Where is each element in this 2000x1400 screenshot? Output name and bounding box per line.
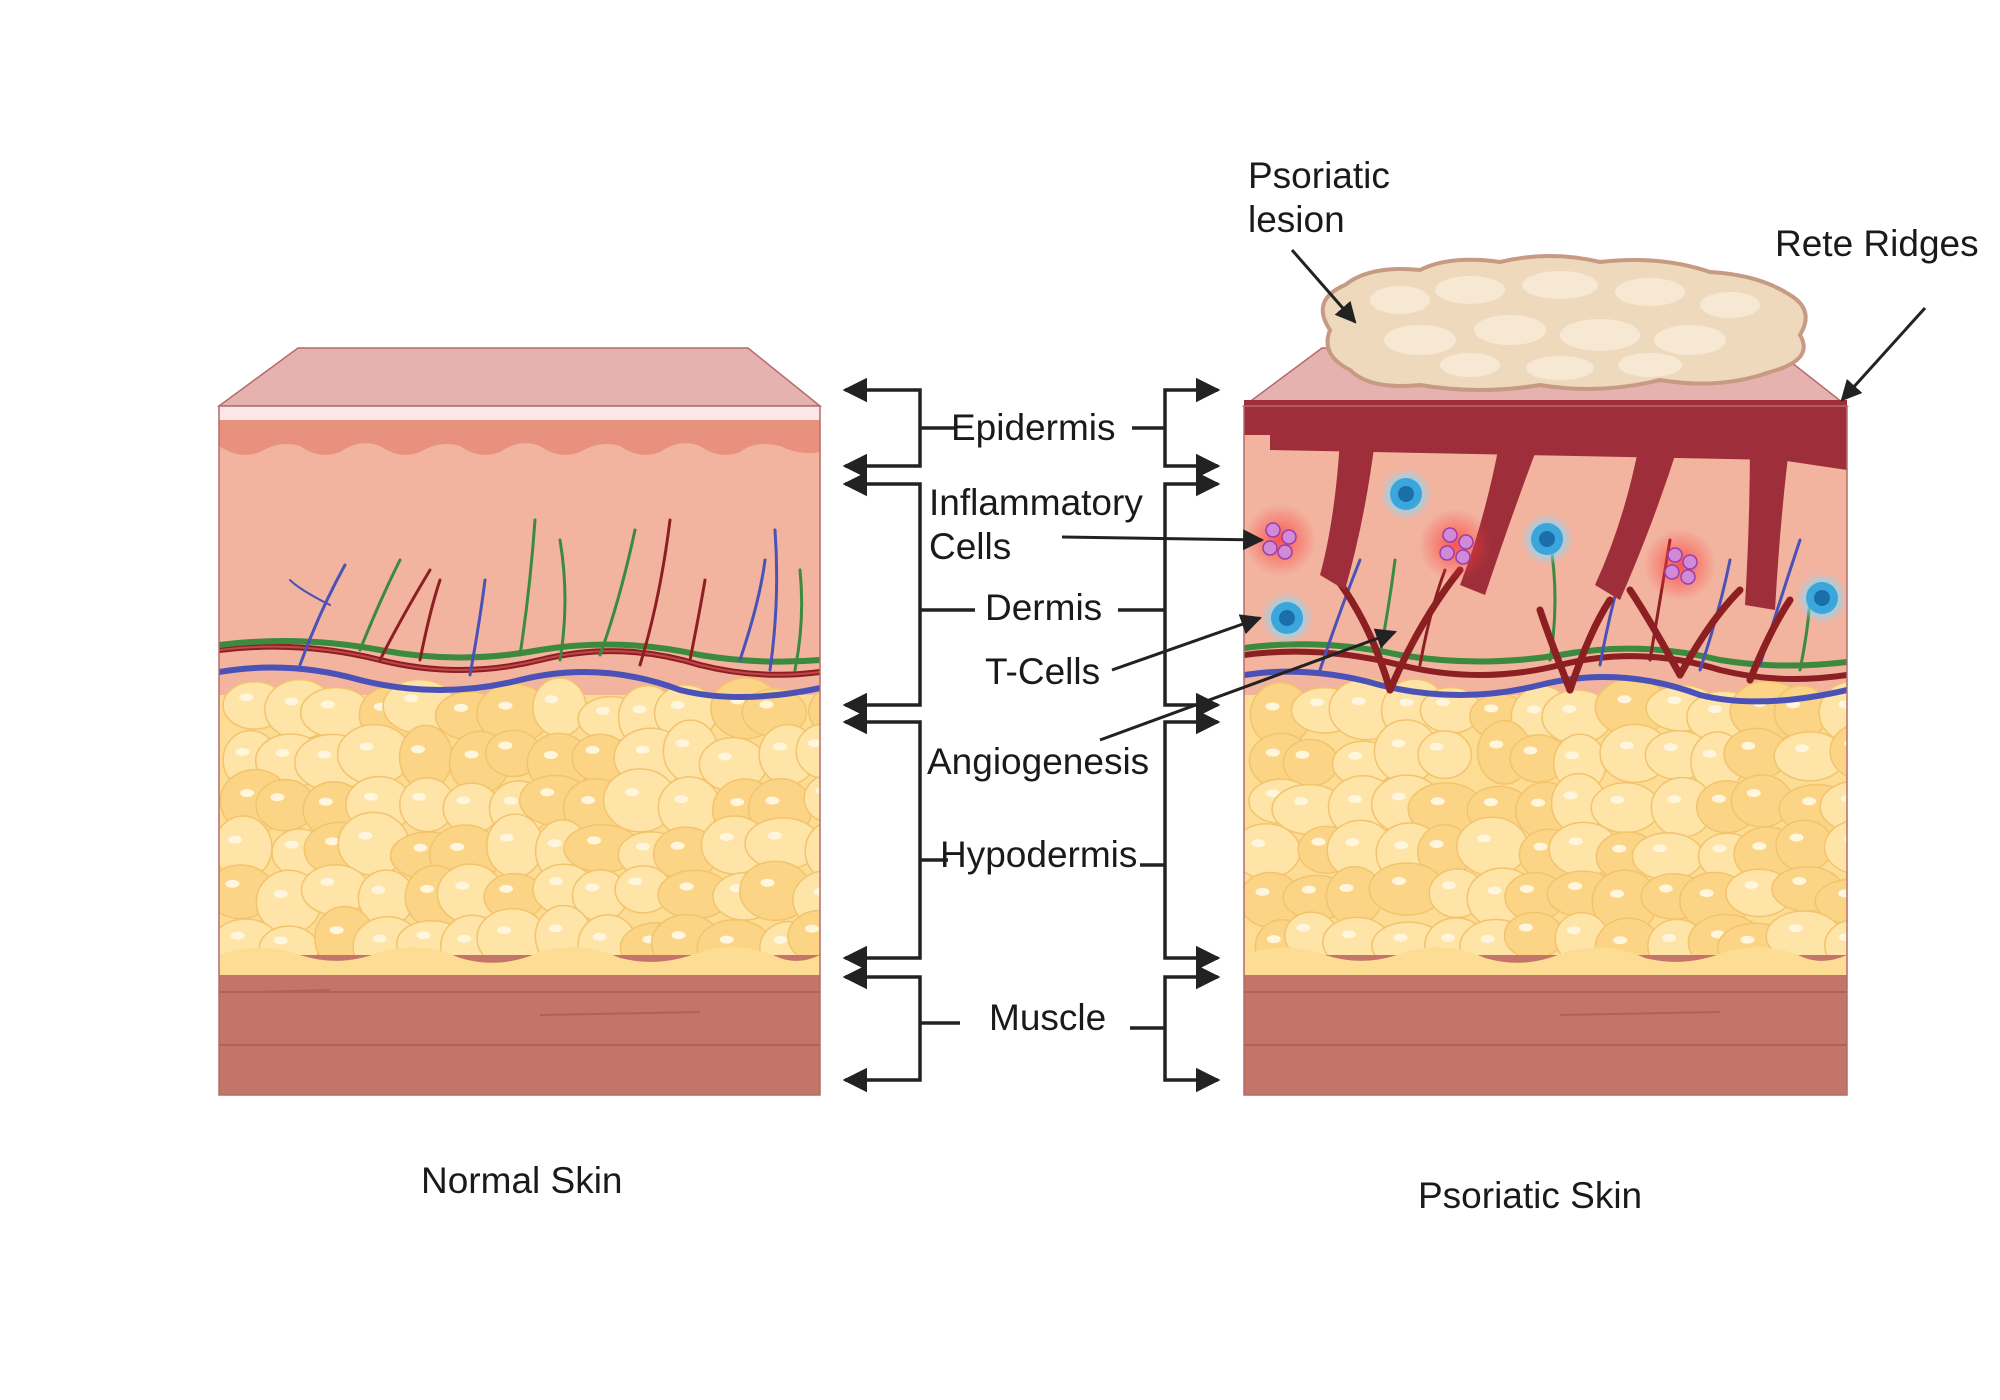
callout-arrows xyxy=(1061,249,1927,742)
inflammatory-cells xyxy=(1244,504,1716,601)
t-cells xyxy=(1261,468,1847,644)
label-dermis: Dermis xyxy=(985,587,1103,628)
label-epidermis: Epidermis xyxy=(951,407,1116,448)
normal-vessels xyxy=(219,518,820,700)
psoriatic-lesion xyxy=(1320,254,1808,392)
label-inflammatory-line1: Inflammatory xyxy=(929,482,1143,523)
layer-brackets xyxy=(842,377,1221,1093)
psoriatic-muscle xyxy=(1244,955,1847,1095)
label-inflammatory-line2: Cells xyxy=(929,526,1012,567)
label-rete-ridges: Rete Ridges xyxy=(1775,223,1979,264)
label-hypodermis: Hypodermis xyxy=(940,834,1138,875)
normal-skin-block xyxy=(216,347,823,1096)
label-psoriatic-lesion-line1: Psoriatic xyxy=(1248,155,1390,196)
label-psoriatic-skin: Psoriatic Skin xyxy=(1418,1175,1643,1216)
label-tcells: T-Cells xyxy=(985,651,1101,692)
label-angiogenesis: Angiogenesis xyxy=(927,741,1150,782)
normal-epidermis-layer xyxy=(219,420,820,455)
label-muscle: Muscle xyxy=(989,997,1107,1038)
normal-muscle xyxy=(219,955,820,1095)
label-normal-skin: Normal Skin xyxy=(421,1160,623,1201)
normal-hypodermis xyxy=(219,677,820,979)
label-psoriatic-lesion-line2: lesion xyxy=(1248,199,1345,240)
normal-epidermis-top xyxy=(216,347,823,407)
psoriatic-skin-block xyxy=(1241,254,1850,1096)
psoriatic-hypodermis xyxy=(1244,677,1847,980)
